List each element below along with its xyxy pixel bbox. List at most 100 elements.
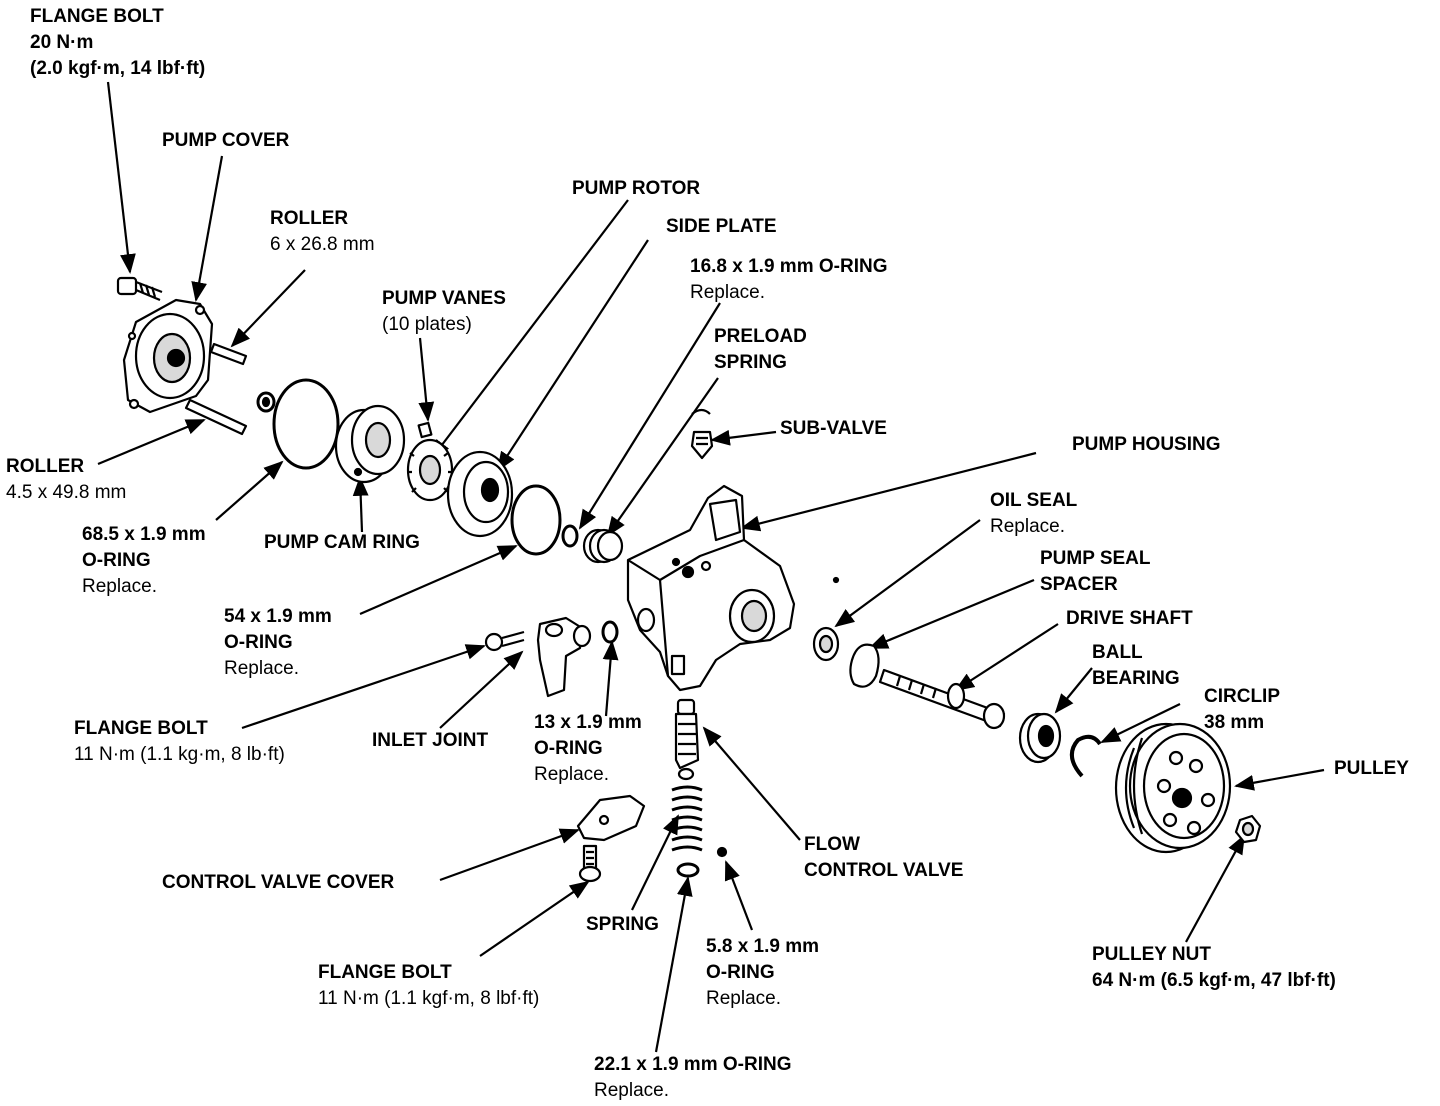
label-oring-16-8: 16.8 x 1.9 mm O-RING Replace. <box>690 254 887 306</box>
label-pump-vanes-count: (10 plates) <box>382 314 472 335</box>
label-drive-shaft: DRIVE SHAFT <box>1066 606 1193 632</box>
label-oring-16-8-note: Replace. <box>690 282 765 303</box>
label-flange-bolt-top: FLANGE BOLT 20 N·m (2.0 kgf·m, 14 lbf·ft… <box>30 4 205 82</box>
label-oring-22-1-title: 22.1 x 1.9 mm O-RING <box>594 1054 792 1075</box>
leader-pump-cover <box>191 155 224 302</box>
label-oring-13-size: 13 x 1.9 mm <box>534 712 642 733</box>
leader-side-plate <box>496 239 649 472</box>
label-oring-5-8-note: Replace. <box>706 988 781 1009</box>
label-spring-title: SPRING <box>586 914 659 935</box>
label-roller-left-title: ROLLER <box>6 456 85 477</box>
label-flange-bolt-top-torque-alt: (2.0 kgf·m, 14 lbf·ft) <box>30 58 206 79</box>
label-oring-54: 54 x 1.9 mm O-RING Replace. <box>224 604 332 682</box>
label-pump-rotor: PUMP ROTOR <box>572 176 700 202</box>
leader-oring-5-8 <box>724 860 754 931</box>
label-ball-bearing-line2: BEARING <box>1092 668 1180 689</box>
leader-pump-cam-ring <box>352 476 369 533</box>
label-circlip: CIRCLIP 38 mm <box>1204 684 1280 736</box>
label-circlip-title: CIRCLIP <box>1204 686 1280 707</box>
inlet-joint-part <box>536 616 592 698</box>
label-pulley-nut-title: PULLEY NUT <box>1092 944 1211 965</box>
label-oring-13-title: O-RING <box>534 738 603 759</box>
label-inlet-joint-title: INLET JOINT <box>372 730 489 751</box>
label-pump-seal-spacer-line1: PUMP SEAL <box>1040 548 1151 569</box>
label-flange-bolt-top-title: FLANGE BOLT <box>30 6 164 27</box>
label-oil-seal-note: Replace. <box>990 516 1065 537</box>
label-pulley-title: PULLEY <box>1334 758 1409 779</box>
roller-top-part <box>209 342 248 366</box>
label-flange-bolt-mid: FLANGE BOLT 11 N·m (1.1 kg·m, 8 lb·ft) <box>74 716 285 768</box>
label-pump-cover-title: PUMP COVER <box>162 130 290 151</box>
pump-vanes-part <box>417 421 433 439</box>
leader-circlip <box>1100 703 1181 743</box>
label-sub-valve: SUB-VALVE <box>780 416 887 442</box>
label-pulley-nut-torque: 64 N·m (6.5 kgf·m, 47 lbf·ft) <box>1092 970 1336 991</box>
flow-control-valve-part <box>674 698 700 781</box>
side-plate-part <box>446 450 514 538</box>
pump-cover-part <box>122 298 214 414</box>
oring-22-1-part <box>676 862 700 878</box>
leader-pulley-nut <box>1185 834 1245 943</box>
leader-oring-16-8 <box>578 302 721 530</box>
leader-flange-bolt-mid <box>241 644 486 730</box>
leader-roller-left <box>97 418 206 466</box>
leader-pump-seal-spacer <box>868 578 1035 650</box>
leader-ball-bearing <box>1054 667 1093 714</box>
label-pump-vanes: PUMP VANES (10 plates) <box>382 286 506 338</box>
pump-rotor-part <box>406 438 454 502</box>
label-spring: SPRING <box>586 912 659 938</box>
label-pump-seal-spacer-line2: SPACER <box>1040 574 1118 595</box>
label-flange-bolt-bottom-title: FLANGE BOLT <box>318 962 452 983</box>
label-roller-left-size: 4.5 x 49.8 mm <box>6 482 127 503</box>
label-flow-control-valve: FLOW CONTROL VALVE <box>804 832 963 884</box>
sub-valve-part <box>690 408 714 460</box>
oring-54-part <box>510 484 562 556</box>
label-inlet-joint: INLET JOINT <box>372 728 488 754</box>
label-roller-left: ROLLER 4.5 x 49.8 mm <box>6 454 126 506</box>
label-oring-68-5-note: Replace. <box>82 576 157 597</box>
label-preload-spring-line2: SPRING <box>714 352 787 373</box>
control-valve-cover-part <box>576 794 646 842</box>
preload-spring-part <box>582 528 624 564</box>
leader-spring <box>631 814 679 911</box>
label-pump-housing: PUMP HOUSING <box>1072 432 1221 458</box>
label-oring-68-5: 68.5 x 1.9 mm O-RING Replace. <box>82 522 206 600</box>
leader-lines <box>97 81 1325 1053</box>
oring-13-part <box>601 620 619 644</box>
label-oring-22-1: 22.1 x 1.9 mm O-RING Replace. <box>594 1052 791 1104</box>
label-oring-54-note: Replace. <box>224 658 299 679</box>
roller-left-part <box>184 398 248 436</box>
label-oil-seal: OIL SEAL Replace. <box>990 488 1077 540</box>
stray-dot <box>832 576 840 584</box>
label-oring-68-5-size: 68.5 x 1.9 mm <box>82 524 206 545</box>
leader-preload-spring <box>606 377 719 537</box>
label-oring-22-1-note: Replace. <box>594 1080 669 1101</box>
pulley-part <box>1114 722 1232 854</box>
flange-bolt-mid-part <box>484 630 525 652</box>
label-oring-68-5-title: O-RING <box>82 550 151 571</box>
leader-flange-bolt-top <box>106 81 136 274</box>
label-pump-vanes-title: PUMP VANES <box>382 288 506 309</box>
label-preload-spring-line1: PRELOAD <box>714 326 807 347</box>
leader-pump-rotor <box>430 199 629 460</box>
leader-drive-shaft <box>954 623 1059 692</box>
label-roller-top-size: 6 x 26.8 mm <box>270 234 375 255</box>
label-oring-54-size: 54 x 1.9 mm <box>224 606 332 627</box>
label-pump-seal-spacer: PUMP SEAL SPACER <box>1040 546 1151 598</box>
label-control-valve-cover: CONTROL VALVE COVER <box>162 870 394 896</box>
label-flow-control-valve-line2: CONTROL VALVE <box>804 860 964 881</box>
drive-shaft-part <box>878 668 1006 730</box>
label-pulley-nut: PULLEY NUT 64 N·m (6.5 kgf·m, 47 lbf·ft) <box>1092 942 1336 994</box>
label-circlip-size: 38 mm <box>1204 712 1265 733</box>
label-roller-top-title: ROLLER <box>270 208 349 229</box>
pump-cam-ring-part <box>334 404 406 484</box>
label-ball-bearing: BALL BEARING <box>1092 640 1180 692</box>
label-flange-bolt-top-torque: 20 N·m <box>30 32 94 53</box>
label-oring-5-8-size: 5.8 x 1.9 mm <box>706 936 820 957</box>
label-pulley: PULLEY <box>1334 756 1409 782</box>
label-oring-5-8: 5.8 x 1.9 mm O-RING Replace. <box>706 934 819 1012</box>
label-flange-bolt-mid-torque: 11 N·m (1.1 kg·m, 8 lb·ft) <box>74 744 285 765</box>
label-oil-seal-title: OIL SEAL <box>990 490 1078 511</box>
